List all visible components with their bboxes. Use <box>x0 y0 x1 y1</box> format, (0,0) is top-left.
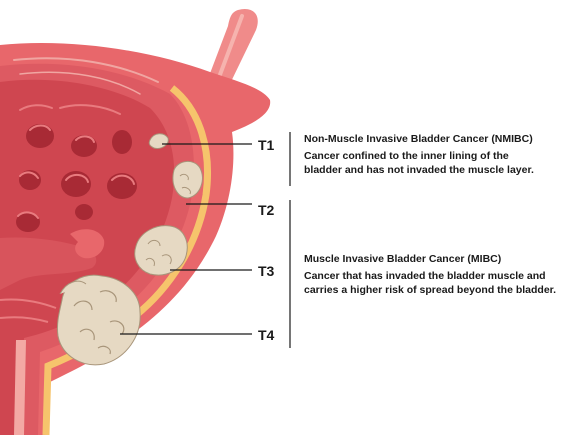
nmibc-title: Non-Muscle Invasive Bladder Cancer (NMIB… <box>304 132 579 146</box>
stage-label-t4: T4 <box>258 327 274 343</box>
tumor-t2 <box>173 161 202 198</box>
nmibc-description: Cancer confined to the inner lining of t… <box>304 150 539 177</box>
mibc-section: Muscle Invasive Bladder Cancer (MIBC) Ca… <box>304 252 579 297</box>
nmibc-section: Non-Muscle Invasive Bladder Cancer (NMIB… <box>304 132 579 177</box>
mibc-title: Muscle Invasive Bladder Cancer (MIBC) <box>304 252 579 266</box>
stage-label-t1: T1 <box>258 137 274 153</box>
stage-label-t3: T3 <box>258 263 274 279</box>
mibc-description: Cancer that has invaded the bladder musc… <box>304 270 576 297</box>
tumor-t4 <box>57 275 140 365</box>
stage-label-t2: T2 <box>258 202 274 218</box>
